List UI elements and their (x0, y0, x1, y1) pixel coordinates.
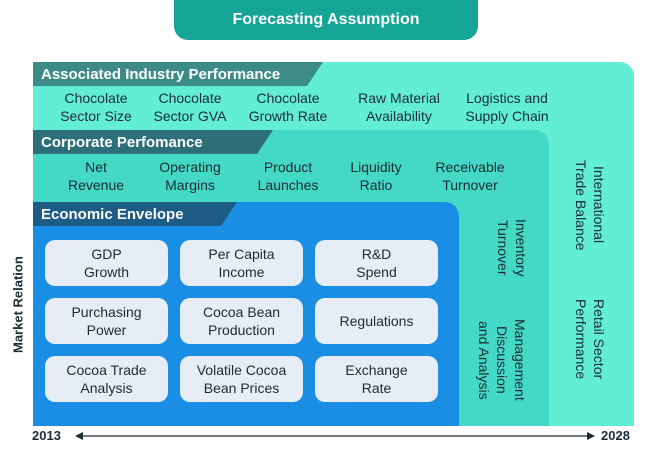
industry-side-label: Retail Sector Performance (573, 298, 607, 380)
corporate-performance-header: Corporate Perfomance (33, 130, 273, 154)
economic-card: Exchange Rate (315, 356, 438, 402)
economic-card: R&D Spend (315, 240, 438, 286)
corporate-item: Product Launches (257, 159, 319, 193)
corporate-item: Receivable Turnover (435, 159, 505, 193)
industry-item: Chocolate Growth Rate (248, 90, 328, 124)
economic-card: Regulations (315, 298, 438, 344)
economic-card: Cocoa Trade Analysis (45, 356, 168, 402)
corporate-side-label: Inventory Turnover (495, 219, 529, 277)
corporate-side-label: Management Discussion and Analysis (476, 319, 528, 401)
timeline-arrow-icon (75, 432, 595, 440)
economic-envelope-header: Economic Envelope (33, 202, 237, 226)
economic-card: Per Capita Income (180, 240, 303, 286)
economic-card: GDP Growth (45, 240, 168, 286)
corporate-item: Operating Margins (159, 159, 221, 193)
economic-card: Purchasing Power (45, 298, 168, 344)
market-relation-label: Market Relation (10, 256, 26, 354)
diagram-title: Forecasting Assumption (174, 0, 478, 40)
industry-side-label: International Trade Balance (573, 159, 607, 251)
industry-item: Chocolate Sector Size (60, 90, 132, 124)
corporate-item: Liquidity Ratio (350, 159, 402, 193)
economic-card: Volatile Cocoa Bean Prices (180, 356, 303, 402)
industry-item: Chocolate Sector GVA (153, 90, 227, 124)
timeline-start-year: 2013 (32, 428, 61, 443)
industry-item: Raw Material Availability (358, 90, 440, 124)
timeline-end-year: 2028 (601, 428, 630, 443)
corporate-item: Net Revenue (67, 159, 125, 193)
economic-card: Cocoa Bean Production (180, 298, 303, 344)
industry-performance-header: Associated Industry Performance (33, 62, 323, 86)
industry-item: Logistics and Supply Chain (465, 90, 549, 124)
